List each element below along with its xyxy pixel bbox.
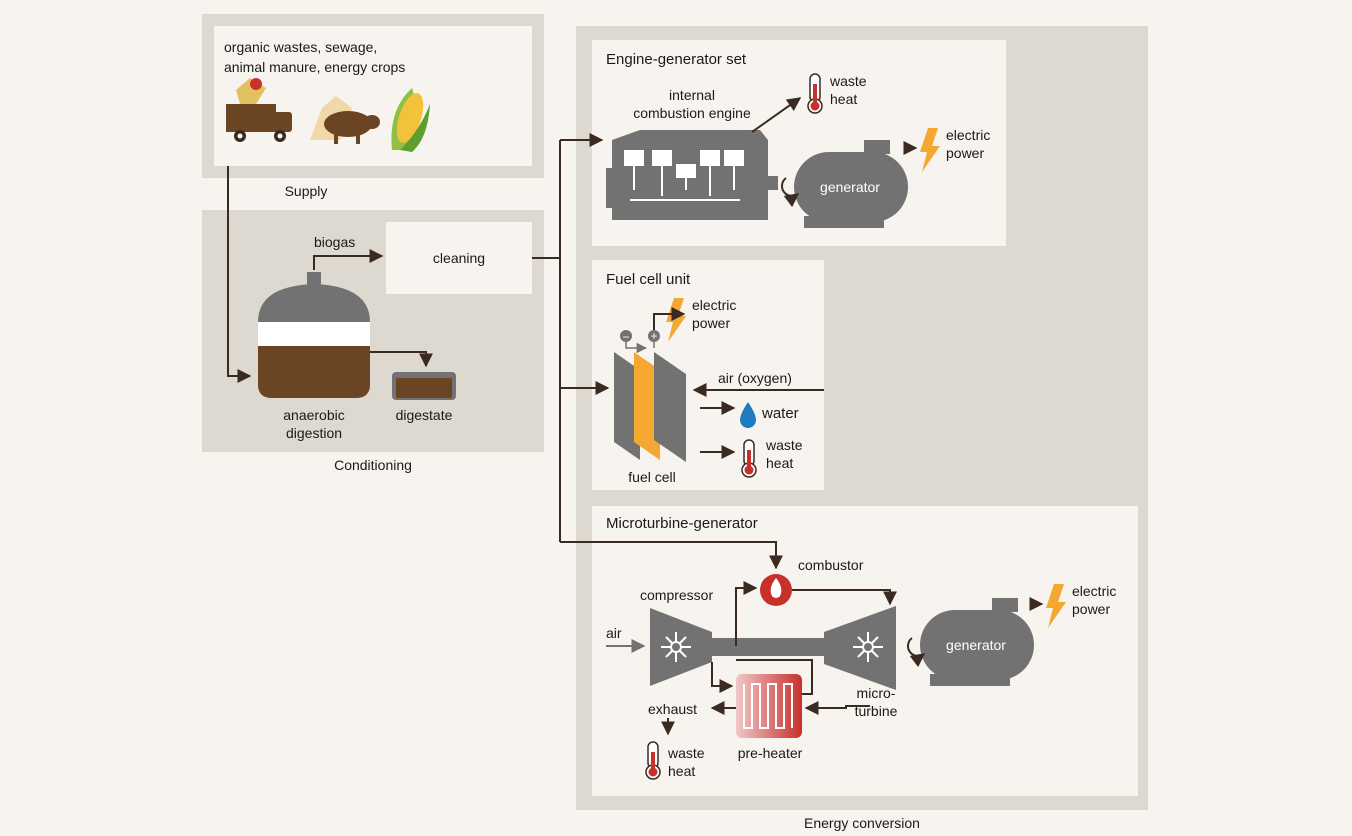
mt-power-line-2: power (1072, 601, 1110, 617)
preheater-icon (736, 674, 802, 738)
engine-power-line-2: power (946, 145, 984, 161)
plus-terminal (648, 330, 660, 342)
generator-machine (907, 598, 1034, 686)
fuelcell-power-line-1: electric (692, 297, 736, 313)
minus-terminal (620, 330, 632, 342)
truck-icon (226, 78, 292, 142)
supply-caption: Supply (285, 183, 328, 199)
microturbine-box: Microturbine-generator combustor compres… (592, 506, 1138, 796)
engine-generator-label: generator (820, 179, 880, 195)
preheater-loop-arrow (736, 659, 813, 695)
engine-title: Engine-generator set (606, 51, 747, 68)
conditioning-panel: cleaning biogas anaerobic digestion dige… (202, 210, 544, 473)
mt-waste-line-2: heat (668, 763, 695, 779)
fuel-cell-box: Fuel cell unit electric power − + fuel c… (592, 260, 824, 490)
biogas-label: biogas (314, 234, 355, 250)
ice-line-2: combustion engine (633, 105, 751, 121)
preheater-label: pre-heater (738, 745, 803, 761)
mt-waste-line-1: waste (667, 745, 705, 761)
feedstock-line-1: organic wastes, sewage, (224, 39, 377, 55)
thermometer-icon (741, 439, 757, 478)
ice-line-1: internal (669, 87, 715, 103)
thermometer-icon (645, 741, 661, 780)
mt-generator-label: generator (946, 637, 1006, 653)
combustor-label: combustor (798, 557, 864, 573)
flow-arrows (227, 97, 1044, 736)
lightning-icon (920, 128, 940, 172)
compressor-label: compressor (640, 587, 713, 603)
engine-power-line-1: electric (946, 127, 990, 143)
fuel-cell-label: fuel cell (628, 469, 675, 485)
cleaning-label: cleaning (433, 250, 485, 266)
fuelcell-power-line-2: power (692, 315, 730, 331)
supply-panel: organic wastes, sewage, animal manure, e… (202, 14, 544, 199)
exhaust-label: exhaust (648, 701, 697, 717)
feedstock-line-2: animal manure, energy crops (224, 59, 405, 75)
energy-conversion-panel: Energy conversion Engine-generator set i… (576, 26, 1148, 831)
pig-icon (310, 96, 380, 144)
engine-waste-line-2: heat (830, 91, 857, 107)
fuel-cell-stack (614, 352, 686, 462)
digestate-label: digestate (396, 407, 453, 423)
fan-icon (853, 632, 883, 662)
fan-icon (661, 632, 691, 662)
digestate-tray (392, 372, 456, 400)
fuelcell-title: Fuel cell unit (606, 271, 691, 288)
water-label: water (761, 405, 799, 422)
anaerobic-line-2: digestion (286, 425, 342, 441)
svg-text:−: − (622, 330, 629, 344)
conditioning-caption: Conditioning (334, 457, 412, 473)
cleaning-box (386, 222, 532, 294)
fuelcell-waste-line-2: heat (766, 455, 793, 471)
turbine-shaft (712, 638, 824, 656)
mt-power-line-1: electric (1072, 583, 1116, 599)
flame-icon (760, 574, 792, 606)
energy-conversion-caption: Energy conversion (804, 815, 920, 831)
microturbine-title: Microturbine-generator (606, 515, 758, 532)
engine-generator-box: Engine-generator set internal combustion… (592, 40, 1006, 246)
mt-air-label: air (606, 625, 622, 641)
generator-machine (781, 140, 908, 228)
water-drop-icon (740, 402, 756, 428)
svg-text:+: + (650, 329, 657, 343)
thermometer-icon (807, 73, 823, 114)
engine-block (606, 130, 778, 220)
anaerobic-line-1: anaerobic (283, 407, 345, 423)
microturbine-line-1: micro- (857, 685, 896, 701)
fuelcell-air-label: air (oxygen) (718, 370, 792, 386)
corn-icon (391, 88, 430, 152)
engine-waste-line-1: waste (829, 73, 867, 89)
lightning-icon (1046, 584, 1066, 628)
fuelcell-waste-line-1: waste (765, 437, 803, 453)
digester-tank (258, 272, 370, 398)
